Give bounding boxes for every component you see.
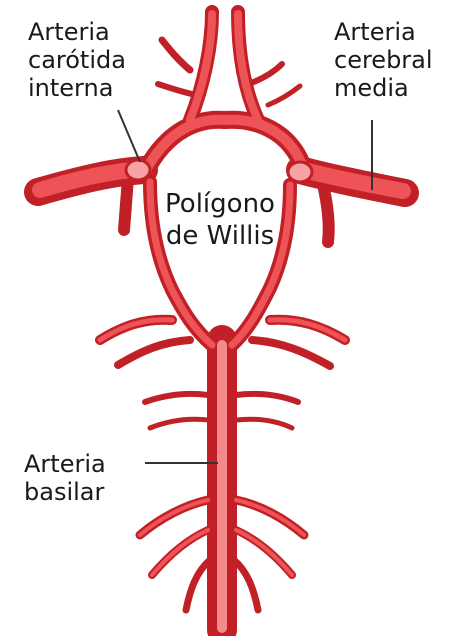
label-middle-cerebral: Arteria cerebral media: [334, 18, 433, 102]
arteries: [38, 12, 405, 630]
label-internal-carotid: Arteria carótida interna: [28, 18, 126, 102]
label-circle-of-willis: Polígono de Willis: [150, 188, 290, 252]
label-basilar: Arteria basilar: [24, 450, 106, 506]
leader-internal-carotid: [118, 110, 140, 162]
